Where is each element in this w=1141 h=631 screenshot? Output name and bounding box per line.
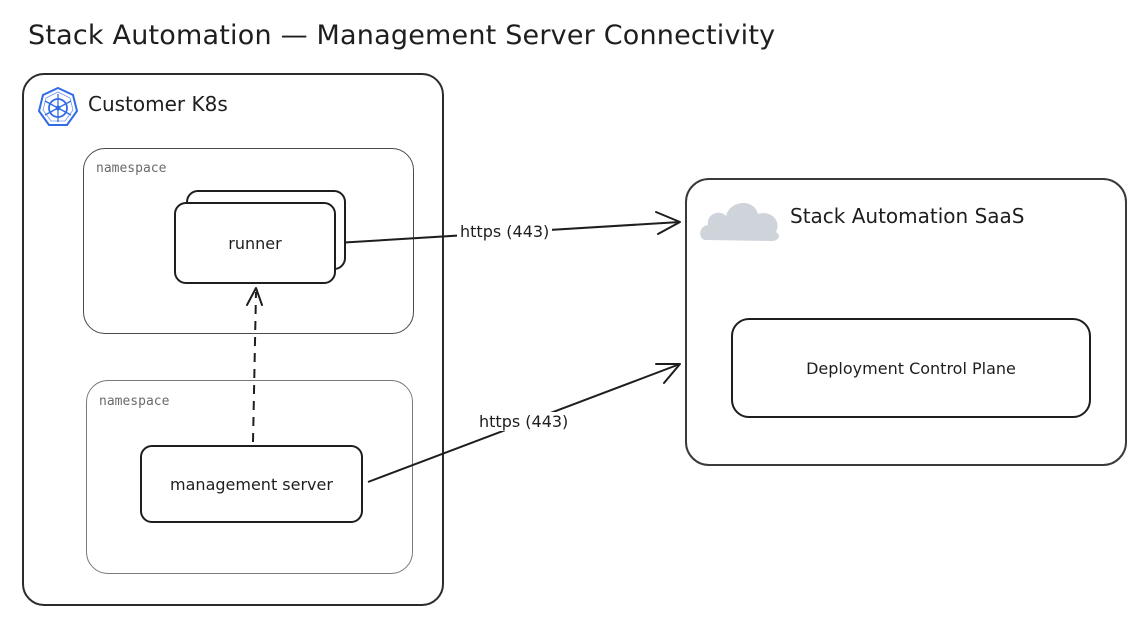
management-server-label: management server bbox=[170, 474, 333, 494]
runner-edge-label: https (443) bbox=[457, 222, 553, 241]
deployment-control-plane-node[interactable]: Deployment Control Plane bbox=[731, 318, 1091, 418]
namespace-label: namespace bbox=[96, 161, 167, 176]
runner-label: runner bbox=[228, 233, 282, 253]
management-server-node[interactable]: management server bbox=[140, 445, 363, 523]
diagram-title: Stack Automation — Management Server Con… bbox=[28, 20, 776, 51]
cloud-icon bbox=[698, 194, 784, 244]
namespace-management bbox=[86, 380, 413, 574]
customer-k8s-label: Customer K8s bbox=[88, 92, 228, 116]
mgmt-saas-arrowhead bbox=[655, 363, 681, 384]
namespace-label: namespace bbox=[99, 394, 170, 409]
dashed-arrowhead bbox=[246, 287, 263, 306]
customer-k8s-group bbox=[22, 73, 444, 606]
deployment-control-plane-label: Deployment Control Plane bbox=[806, 358, 1016, 378]
mgmt-edge-label: https (443) bbox=[476, 412, 572, 431]
runner-saas-arrowhead bbox=[655, 211, 681, 235]
namespace-runner bbox=[83, 148, 414, 334]
runner-node[interactable]: runner bbox=[174, 202, 336, 284]
kubernetes-icon bbox=[36, 86, 80, 130]
saas-group bbox=[685, 178, 1127, 466]
dashed-connector bbox=[252, 291, 257, 443]
saas-label: Stack Automation SaaS bbox=[790, 204, 1025, 228]
